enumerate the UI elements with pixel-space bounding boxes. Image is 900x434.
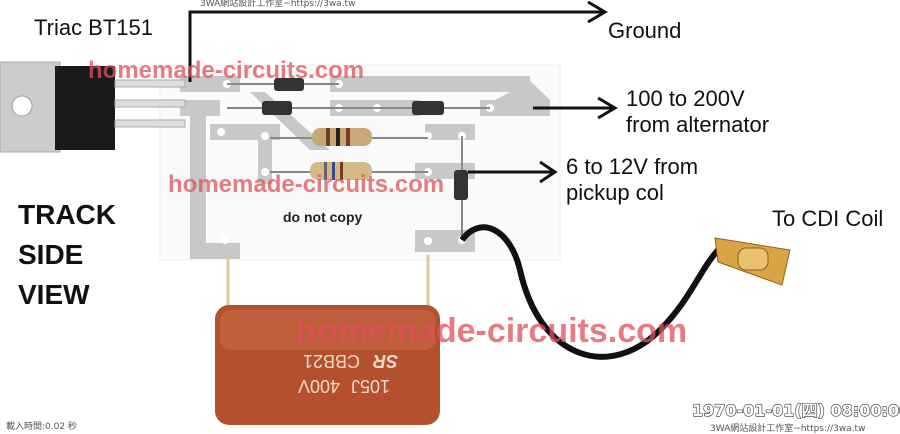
resistors — [310, 128, 372, 180]
ground-label: Ground — [608, 18, 681, 43]
triac-bt151 — [0, 61, 186, 153]
site-watermark: homemade-circuits.com — [296, 312, 687, 350]
timestamp: 1970-01-01(四) 08:00:00 — [692, 401, 900, 420]
connection-arrows — [188, 0, 721, 360]
load-time: 載入時間:0.02 秒 — [6, 420, 77, 432]
view-label: VIEW — [18, 279, 90, 310]
alternator-label-line2: from alternator — [626, 112, 769, 137]
studio-watermark: 3WA網站設計工作室~https://3wa.tw — [200, 0, 355, 9]
alternator-label-line1: 100 to 200V — [626, 86, 745, 111]
pickup-label-line2: pickup col — [566, 180, 664, 205]
cdi-connector — [714, 237, 791, 286]
side-label: SIDE — [18, 239, 83, 270]
site-watermark: homemade-circuits.com — [168, 171, 444, 198]
diodes — [262, 78, 468, 200]
track-label: TRACK — [18, 199, 116, 230]
capacitor-model: CBB21 — [303, 351, 360, 371]
copper-tracks — [180, 76, 550, 259]
site-watermark: homemade-circuits.com — [88, 57, 364, 84]
capacitor-brand: SR — [373, 351, 398, 371]
capacitor: 105J 400V SR CBB21 — [215, 305, 440, 425]
pickup-label-line1: 6 to 12V from — [566, 154, 698, 179]
studio-watermark-bottom: 3WA網站設計工作室~https://3wa.tw — [710, 422, 865, 434]
capacitor-voltage: 400V — [298, 376, 340, 396]
do-not-copy-label: do not copy — [283, 209, 363, 225]
cdi-label: To CDI Coil — [772, 206, 883, 231]
triac-label: Triac BT151 — [34, 15, 153, 40]
capacitor-code: 105J — [351, 376, 390, 396]
